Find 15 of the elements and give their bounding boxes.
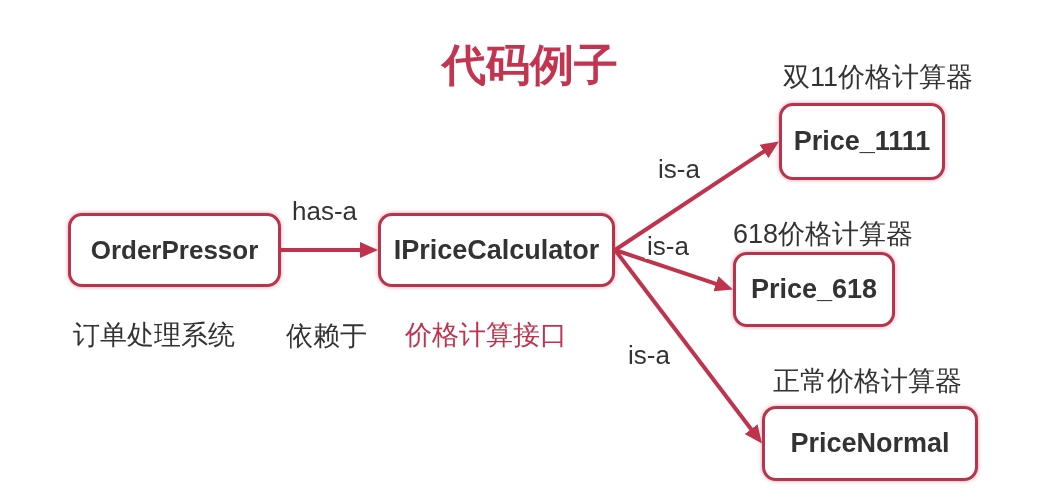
- box-caption: 价格计算接口: [405, 320, 567, 350]
- class-box: IPriceCalculator: [378, 213, 615, 287]
- box-heading: 双11价格计算器: [783, 62, 974, 92]
- class-box: Price_618: [733, 252, 895, 327]
- class-box: OrderPressor: [68, 213, 281, 287]
- arrow: [281, 242, 378, 258]
- edge-label: is-a: [645, 233, 691, 259]
- title: 代码例子: [442, 40, 618, 90]
- relation-label: 依赖于: [286, 321, 367, 351]
- box-caption: 订单处理系统: [73, 320, 235, 350]
- box-heading: 618价格计算器: [733, 219, 914, 249]
- class-box: PriceNormal: [762, 406, 978, 481]
- class-box: Price_1111: [779, 103, 945, 180]
- arrow: [613, 139, 781, 252]
- box-heading: 正常价格计算器: [773, 366, 962, 396]
